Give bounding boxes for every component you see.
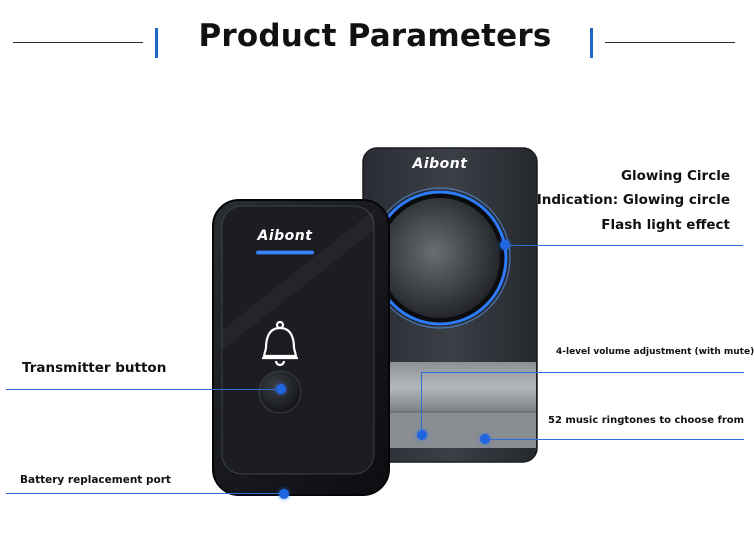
- header-accent-left: [155, 28, 158, 58]
- callout-dot-battery: [279, 489, 289, 499]
- callout-line-battery: [6, 493, 284, 494]
- callout-dot-ringtones: [480, 434, 490, 444]
- callout-line-volume: [421, 372, 744, 373]
- label-battery-port: Battery replacement port: [20, 474, 171, 486]
- callout-dot-transmitter: [276, 384, 286, 394]
- receiver-unit: [362, 147, 538, 463]
- label-volume: 4-level volume adjustment (with mute): [556, 347, 754, 357]
- label-flash-light: Flash light effect: [601, 217, 730, 233]
- label-indication: Indication: Glowing circle: [536, 192, 730, 208]
- bell-icon: [262, 320, 298, 367]
- callout-dot-volume: [417, 430, 427, 440]
- callout-line-ringtones: [486, 439, 744, 440]
- callout-line-transmitter: [6, 389, 280, 390]
- callout-vline-volume: [421, 372, 422, 434]
- header-rule-right: [605, 42, 735, 43]
- transmitter-brand-logo: Aibont: [257, 228, 313, 244]
- label-transmitter-button: Transmitter button: [22, 360, 167, 376]
- callout-dot-glowing: [500, 240, 510, 250]
- header-accent-right: [590, 28, 593, 58]
- page-title: Product Parameters: [198, 18, 552, 54]
- header-rule-left: [13, 42, 143, 43]
- callout-line-glowing: [505, 245, 743, 246]
- receiver-brand-logo: Aibont: [412, 156, 468, 172]
- transmitter-unit: [212, 199, 390, 496]
- label-glowing-circle: Glowing Circle: [620, 168, 730, 184]
- label-ringtones: 52 music ringtones to choose from: [548, 415, 745, 426]
